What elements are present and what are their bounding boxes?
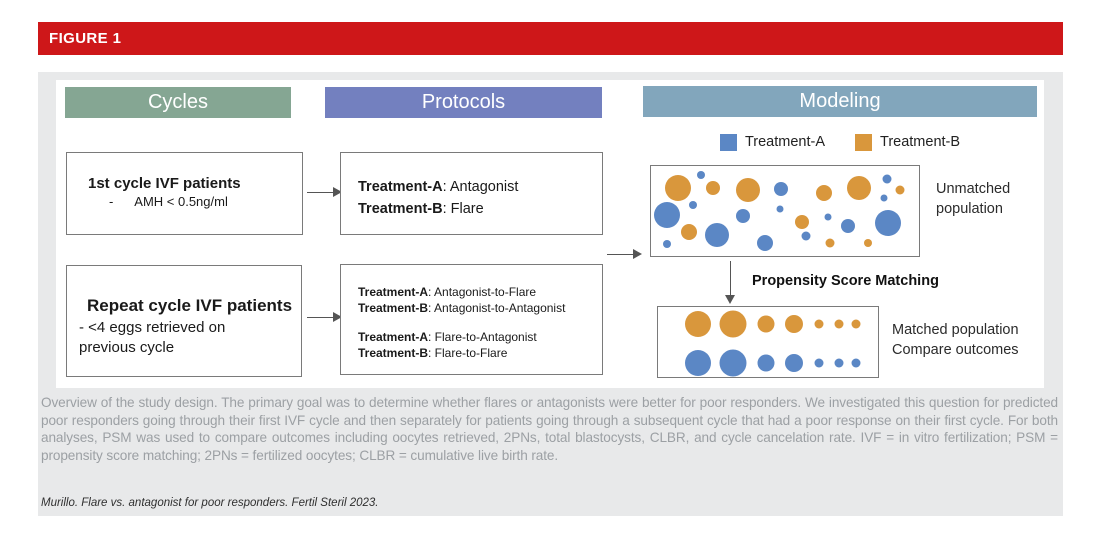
protocol-line: Treatment-B: Flare-to-Flare	[358, 346, 602, 362]
cycles-box2-title: Repeat cycle IVF patients	[87, 296, 293, 315]
arrow-cycles1-to-protocols1	[307, 187, 342, 197]
protocol-line: Treatment-B: Antagonist-to-Antagonist	[358, 301, 602, 317]
cycles-box1-title: 1st cycle IVF patients	[88, 175, 241, 192]
protocols-box-repeat-cycle: Treatment-A: Antagonist-to-Flare Treatme…	[340, 264, 603, 375]
protocol-treatment-label: Treatment-A	[358, 179, 443, 195]
scatter-dot	[801, 231, 811, 241]
column-header-cycles: Cycles	[65, 87, 291, 118]
protocol-treatment-label: Treatment-B	[358, 345, 429, 360]
unmatched-population-label: Unmatched population	[936, 179, 1010, 219]
arrow-cycles2-to-protocols2	[307, 312, 342, 322]
scatter-dot	[719, 349, 747, 377]
scatter-dot	[882, 174, 892, 184]
column-header-protocols-label: Protocols	[421, 91, 506, 113]
scatter-dot	[689, 201, 697, 209]
protocol-treatment-value: : Flare-to-Flare	[428, 345, 508, 360]
protocol-line: Treatment-B: Flare	[358, 199, 602, 221]
legend-swatch-treatment-b	[855, 133, 872, 151]
cycles-box-first-cycle: 1st cycle IVF patients - AMH < 0.5ng/ml	[66, 152, 303, 235]
legend-label-treatment-b: Treatment-B	[880, 134, 961, 150]
protocol-treatment-label: Treatment-A	[358, 330, 429, 345]
scatter-dot	[757, 235, 773, 251]
scatter-dot	[816, 185, 832, 201]
scatter-dot	[685, 311, 711, 337]
scatter-dot	[847, 176, 871, 200]
cycles-box1-bullet: - AMH < 0.5ng/ml	[109, 194, 228, 209]
arrow-protocols-to-modeling	[607, 249, 642, 259]
protocol-line-gap	[358, 316, 602, 330]
figure-label: FIGURE 1	[49, 30, 122, 47]
scatter-dot	[834, 358, 844, 368]
matched-label-line1: Matched population	[892, 322, 1019, 338]
column-header-modeling-label: Modeling	[799, 90, 881, 112]
scatter-dot	[841, 219, 855, 233]
scatter-dot	[795, 215, 809, 229]
protocol-treatment-value: : Antagonist-to-Flare	[428, 285, 537, 299]
scatter-dot	[757, 315, 775, 333]
scatter-dot	[736, 178, 760, 202]
scatter-dot	[757, 354, 775, 372]
legend-label-treatment-a: Treatment-A	[744, 134, 825, 150]
protocol-treatment-value: : Antagonist-to-Antagonist	[428, 300, 566, 315]
scatter-dot	[785, 354, 803, 372]
scatter-dot	[697, 171, 705, 179]
scatter-dot	[654, 202, 680, 228]
legend: Treatment-A Treatment-B	[643, 133, 1037, 151]
column-header-modeling: Modeling	[643, 86, 1037, 117]
column-header-protocols: Protocols	[325, 87, 602, 118]
figure-caption: Overview of the study design. The primar…	[41, 395, 1058, 464]
scatter-dot	[864, 239, 872, 247]
matched-population-plot	[657, 306, 879, 378]
scatter-dot	[776, 205, 784, 213]
cycles-box2-bullet: - <4 eggs retrieved on previous cycle	[79, 319, 226, 357]
scatter-dot	[814, 319, 824, 329]
unmatched-label-line1: Unmatched	[936, 181, 1011, 197]
scatter-dot	[719, 310, 747, 338]
protocol-treatment-label: Treatment-B	[358, 200, 443, 217]
figure-citation: Murillo. Flare vs. antagonist for poor r…	[41, 497, 379, 509]
column-header-cycles-label: Cycles	[147, 91, 208, 113]
protocol-treatment-label: Treatment-A	[358, 285, 429, 299]
legend-swatch-treatment-a	[719, 133, 737, 151]
scatter-dot	[663, 240, 671, 248]
unmatched-population-plot	[650, 165, 920, 257]
matched-label-line2: Compare outcomes	[892, 342, 1019, 358]
protocol-treatment-value: : Flare-to-Antagonist	[428, 330, 537, 345]
scatter-dot	[834, 319, 844, 329]
protocol-treatment-label: Treatment-B	[358, 300, 429, 315]
cycles-box-repeat-cycle: Repeat cycle IVF patients - <4 eggs retr…	[66, 265, 302, 377]
scatter-dot	[785, 315, 803, 333]
scatter-dot	[705, 223, 729, 247]
scatter-dot	[665, 175, 691, 201]
scatter-dot	[851, 319, 861, 329]
propensity-score-matching-label: Propensity Score Matching	[752, 273, 939, 289]
scatter-dot	[824, 213, 832, 221]
protocol-line: Treatment-A: Antagonist	[358, 177, 602, 199]
scatter-dot	[681, 224, 697, 240]
scatter-dot	[825, 238, 835, 248]
matched-population-label: Matched population Compare outcomes	[892, 320, 1019, 360]
scatter-dot	[814, 358, 824, 368]
scatter-dot	[736, 209, 750, 223]
arrow-unmatched-to-matched	[725, 261, 735, 304]
scatter-dot	[774, 182, 788, 196]
scatter-dot	[706, 181, 720, 195]
protocol-line: Treatment-A: Antagonist-to-Flare	[358, 285, 602, 301]
figure-banner: FIGURE 1	[38, 22, 1063, 55]
scatter-dot	[880, 194, 888, 202]
protocol-treatment-value: : Antagonist	[442, 179, 519, 195]
scatter-dot	[851, 358, 861, 368]
scatter-dot	[895, 185, 905, 195]
protocol-treatment-value: : Flare	[442, 200, 484, 217]
scatter-dot	[875, 210, 901, 236]
protocol-line: Treatment-A: Flare-to-Antagonist	[358, 330, 602, 346]
unmatched-label-line2: population	[936, 201, 1003, 217]
scatter-dot	[685, 350, 711, 376]
protocols-box-first-cycle: Treatment-A: Antagonist Treatment-B: Fla…	[340, 152, 603, 235]
